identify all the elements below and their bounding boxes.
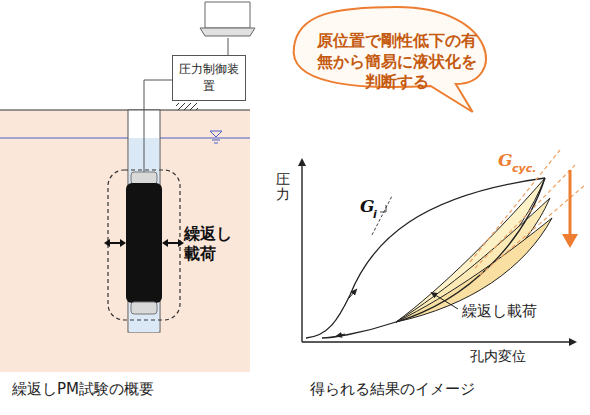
cyclic-label: 繰返し載荷 [462,302,537,321]
load-label: 繰返し載荷 [184,224,234,264]
control-box: 圧力制御装置 [172,55,246,101]
speech-bubble: 原位置で剛性低下の有無から簡易に液状化を判断する [292,6,502,118]
x-axis-label: 孔内変位 [470,348,526,366]
node-text: 圧力制御装置 [179,61,239,95]
gcyc-subscript: cyc. [512,162,536,175]
caption-right: 得られる結果のイメージ [310,380,475,399]
gi-symbol: G [360,196,375,216]
node-text: 原位置で剛性低下の有無から簡易に液状化を判断する [314,31,480,93]
caption-left: 繰返しPM試験の概要 [12,380,154,399]
gi-subscript: i [373,208,377,221]
y-axis-label: 圧力 [276,172,290,203]
gcyc-symbol: G [498,150,513,170]
